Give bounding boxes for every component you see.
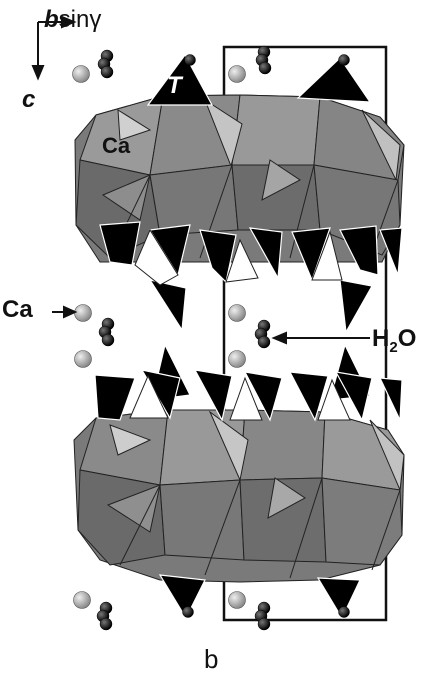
ca-label-interlayer: Ca: [2, 296, 33, 323]
ca-atoms: [72, 65, 246, 609]
tetrahedra-upper: [99, 53, 403, 334]
panel-label: b: [204, 644, 219, 674]
octahedral-layer-upper: [74, 94, 405, 263]
unit-cell-outline: [222, 45, 388, 622]
water-label-h: H: [372, 325, 390, 352]
water-label: H2O: [372, 325, 416, 356]
tetrahedron-label: T: [167, 72, 182, 99]
octahedral-layer-lower: [73, 409, 405, 583]
water-label-sub: 2: [389, 338, 398, 356]
water-molecules: [96, 45, 350, 631]
ca-label-octahedra: Ca: [102, 133, 131, 158]
water-label-o: O: [397, 325, 417, 352]
tetrahedra-upper-light: [134, 228, 343, 286]
axis-b-suffix: sinγ: [58, 6, 102, 33]
axis-label-b-sin-gamma: bsinγ: [44, 6, 101, 34]
label-arrows: [52, 305, 370, 345]
tetrahedra-lower-light: [129, 374, 351, 421]
axis-arrows: [31, 15, 77, 81]
axis-b-symbol: b: [44, 6, 59, 33]
axis-label-c: c: [22, 86, 36, 113]
